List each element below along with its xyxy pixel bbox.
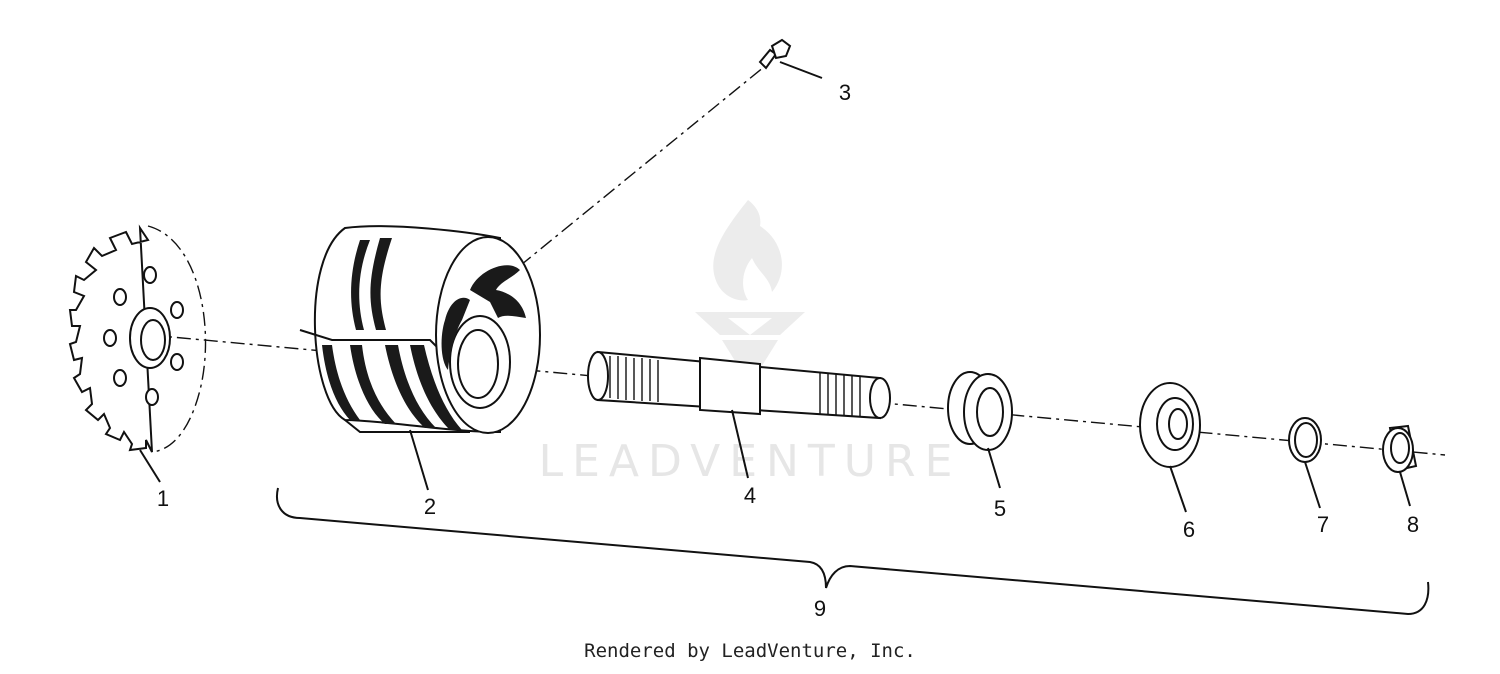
leadventure-logo-icon (695, 200, 805, 385)
bolt-head (770, 38, 792, 60)
bearing-bore (976, 387, 1004, 437)
part-8-bushing (1382, 424, 1418, 473)
footer-credit: Rendered by LeadVenture, Inc. (584, 640, 916, 662)
callout-6: 6 (1183, 517, 1195, 542)
part-7-ring (1288, 417, 1322, 463)
assembly-brace (276, 487, 1430, 616)
seal-bore (1168, 408, 1188, 440)
sprocket-hub-inner (140, 319, 166, 361)
sprocket-holes (103, 266, 184, 406)
leader-4 (731, 409, 749, 479)
leader-7 (1304, 461, 1321, 509)
callout-4: 4 (744, 483, 756, 508)
callout-1: 1 (157, 486, 169, 511)
shaft-collar (699, 356, 761, 416)
clutch-face-spider-2 (441, 297, 470, 370)
part-2-drive-clutch (299, 225, 541, 434)
clutch-groove-6 (410, 345, 462, 430)
clutch-split-line (299, 329, 441, 351)
bushing-bore (1390, 432, 1410, 464)
shaft-splines-left (609, 356, 659, 402)
ring-inner (1294, 422, 1318, 458)
callout-2: 2 (424, 494, 436, 519)
callout-8: 8 (1407, 512, 1419, 537)
leader-lines (139, 61, 1411, 513)
callout-3: 3 (839, 80, 851, 105)
sprocket-outline (147, 225, 207, 453)
part-3-bolt (758, 38, 792, 70)
clutch-bottom-band (344, 419, 470, 433)
callout-7: 7 (1317, 512, 1329, 537)
clutch-bore-inner (457, 329, 499, 399)
watermark-text: LEADVENTURE (539, 436, 962, 487)
clutch-groove-3 (322, 345, 360, 420)
leader-3 (779, 61, 823, 79)
clutch-face-spider (470, 265, 526, 318)
clutch-groove-2 (370, 238, 392, 330)
callout-9: 9 (814, 596, 826, 621)
part-5-bearing (947, 371, 1013, 451)
leader-5 (987, 447, 1001, 489)
part-4-shaft (587, 350, 891, 420)
part-6-seal (1139, 382, 1201, 468)
clutch-groove-1 (351, 240, 370, 330)
clutch-groove-4 (350, 345, 396, 424)
shaft-splines-right (819, 372, 861, 416)
shaft-end-right (869, 377, 891, 419)
clutch-groove-5 (385, 345, 436, 428)
leader-2 (409, 429, 429, 491)
leader-6 (1169, 465, 1187, 513)
callout-5: 5 (994, 496, 1006, 521)
leader-1 (139, 449, 161, 483)
leader-8 (1399, 471, 1411, 507)
watermark: LEADVENTURE (539, 200, 962, 487)
shaft-end-left (587, 351, 609, 401)
bolt-axis (477, 61, 771, 301)
part-1-sprocket (68, 224, 207, 453)
